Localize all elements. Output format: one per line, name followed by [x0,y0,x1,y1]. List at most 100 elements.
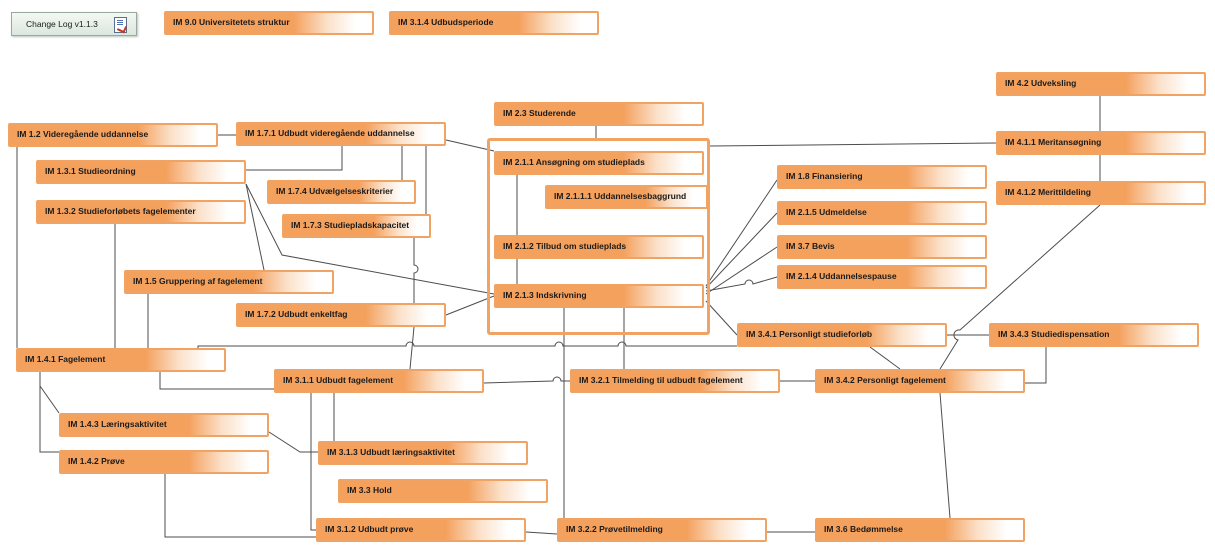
relation-connector [705,300,738,336]
entity-label: IM 1.3.1 Studieordning [45,166,136,176]
entity-label: IM 3.1.3 Udbudt læringsaktivitet [327,447,455,457]
changelog-button[interactable]: Change Log v1.1.3 [11,12,137,36]
entity-im-2-3[interactable]: IM 2.3 Studerende [494,102,704,126]
entity-label: IM 2.3 Studerende [503,108,576,118]
entity-label: IM 3.7 Bevis [786,241,835,251]
entity-label: IM 1.4.1 Fagelement [25,354,106,364]
entity-label: IM 2.1.3 Indskrivning [503,290,587,300]
relation-connector [245,183,495,295]
relation-connector [409,326,415,370]
entity-label: IM 3.6 Bedømmelse [824,524,903,534]
entity-im-1-8[interactable]: IM 1.8 Finansiering [777,165,987,189]
relation-connector [709,142,997,147]
entity-label: IM 2.1.1 Ansøgning om studieplads [503,157,645,167]
entity-im-3-7[interactable]: IM 3.7 Bevis [777,235,987,259]
entity-label: IM 4.1.2 Merittildeling [1005,187,1091,197]
entity-im-1-5[interactable]: IM 1.5 Gruppering af fagelement [124,270,334,294]
entity-im-3-1-1[interactable]: IM 3.1.1 Udbudt fagelement [274,369,484,393]
entity-im-2-1-4[interactable]: IM 2.1.4 Uddannelsespause [777,265,987,289]
entity-label: IM 1.2 Videregående uddannelse [17,129,149,139]
entity-label: IM 4.1.1 Meritansøgning [1005,137,1102,147]
entity-im-1-3-1[interactable]: IM 1.3.1 Studieordning [36,160,246,184]
entity-label: IM 2.1.2 Tilbud om studieplads [503,241,627,251]
entity-im-1-4-2[interactable]: IM 1.4.2 Prøve [59,450,269,474]
entity-label: IM 1.5 Gruppering af fagelement [133,276,263,286]
relation-connector [245,183,265,271]
entity-label: IM 1.3.2 Studieforløbets fagelementer [45,206,196,216]
entity-im-2-1-5[interactable]: IM 2.1.5 Udmeldelse [777,201,987,225]
relation-connector [483,376,570,384]
entity-label: IM 3.3 Hold [347,485,392,495]
entity-im-3-6[interactable]: IM 3.6 Bedømmelse [815,518,1025,542]
entity-im-3-3[interactable]: IM 3.3 Hold [338,479,548,503]
entity-label: IM 2.1.1.1 Uddannelsesbaggrund [554,191,687,201]
entity-label: IM 3.1.1 Udbudt fagelement [283,375,394,385]
entity-label: IM 1.4.2 Prøve [68,456,125,466]
entity-im-1-7-2[interactable]: IM 1.7.2 Udbudt enkeltfag [236,303,446,327]
entity-im-2-1-2[interactable]: IM 2.1.2 Tilbud om studieplads [494,235,704,259]
entity-im-4-1-2[interactable]: IM 4.1.2 Merittildeling [996,181,1206,205]
entity-im-2-1-1-1[interactable]: IM 2.1.1.1 Uddannelsesbaggrund [545,185,708,209]
entity-im-1-2[interactable]: IM 1.2 Videregående uddannelse [8,123,218,147]
relation-connector [164,474,316,538]
entity-label: IM 1.7.1 Udbudt videregående uddannelse [245,128,415,138]
relation-connector [705,179,778,287]
entity-label: IM 4.2 Udveksling [1005,78,1077,88]
entity-label: IM 3.2.2 Prøvetilmelding [566,524,663,534]
entity-im-3-4-3[interactable]: IM 3.4.3 Studiedispensation [989,323,1199,347]
entity-label: IM 2.1.5 Udmeldelse [786,207,867,217]
relation-connector [705,212,778,289]
entity-label: IM 9.0 Universitetets struktur [173,17,290,27]
entity-im-1-3-2[interactable]: IM 1.3.2 Studieforløbets fagelementer [36,200,246,224]
relation-connector [159,372,274,390]
entity-im-1-7-1[interactable]: IM 1.7.1 Udbudt videregående uddannelse [236,122,446,146]
entity-im-9-0[interactable]: IM 9.0 Universitetets struktur [164,11,374,35]
relation-connector [525,531,558,535]
entity-label: IM 1.7.2 Udbudt enkeltfag [245,309,348,319]
entity-label: IM 3.4.2 Personligt fagelement [824,375,946,385]
entity-im-2-1-1[interactable]: IM 2.1.1 Ansøgning om studieplads [494,151,704,175]
entity-im-3-1-2[interactable]: IM 3.1.2 Udbudt prøve [316,518,526,542]
entity-im-2-1-3[interactable]: IM 2.1.3 Indskrivning [494,284,704,308]
relation-connector [445,139,495,152]
entity-im-3-2-1[interactable]: IM 3.2.1 Tilmelding til udbudt fagelemen… [570,369,780,393]
entity-label: IM 1.7.3 Studiepladskapacitet [291,220,410,230]
entity-im-3-1-3[interactable]: IM 3.1.3 Udbudt læringsaktivitet [318,441,528,465]
entity-label: IM 3.1.2 Udbudt prøve [325,524,414,534]
application-group-frame [487,138,710,335]
relation-connector [413,238,419,303]
entity-im-4-1-1[interactable]: IM 4.1.1 Meritansøgning [996,131,1206,155]
changelog-label: Change Log v1.1.3 [26,19,98,29]
relation-connector [39,385,60,414]
entity-im-3-2-2[interactable]: IM 3.2.2 Prøvetilmelding [557,518,767,542]
relation-connector [197,341,737,360]
entity-label: IM 2.1.4 Uddannelsespause [786,271,897,281]
entity-im-1-7-3[interactable]: IM 1.7.3 Studiepladskapacitet [282,214,431,238]
entity-im-3-4-1[interactable]: IM 3.4.1 Personligt studieforløb [737,323,947,347]
entity-im-3-1-4[interactable]: IM 3.1.4 Udbudsperiode [389,11,599,35]
relation-connector [705,276,778,292]
document-edit-icon [114,17,128,34]
relation-connector [310,393,316,531]
entity-label: IM 1.7.4 Udvælgelseskriterier [276,186,394,196]
relation-connector [869,346,901,370]
entity-label: IM 1.8 Finansiering [786,171,863,181]
relation-connector [1025,347,1047,384]
entity-im-4-2[interactable]: IM 4.2 Udveksling [996,72,1206,96]
relation-connector [268,431,318,453]
entity-im-1-4-1[interactable]: IM 1.4.1 Fagelement [16,348,226,372]
relation-connector [246,146,343,171]
entity-label: IM 3.4.3 Studiedispensation [998,329,1110,339]
entity-label: IM 3.4.1 Personligt studieforløb [746,329,873,339]
relation-connector [39,372,59,453]
relation-connector [939,204,1101,370]
relation-connector [705,246,778,295]
relation-connector [939,392,951,519]
entity-im-3-4-2[interactable]: IM 3.4.2 Personligt fagelement [815,369,1025,393]
entity-im-1-7-4[interactable]: IM 1.7.4 Udvælgelseskriterier [267,180,416,204]
entity-label: IM 3.2.1 Tilmelding til udbudt fagelemen… [579,375,743,385]
entity-im-1-4-3[interactable]: IM 1.4.3 Læringsaktivitet [59,413,269,437]
entity-label: IM 3.1.4 Udbudsperiode [398,17,494,27]
entity-label: IM 1.4.3 Læringsaktivitet [68,419,167,429]
